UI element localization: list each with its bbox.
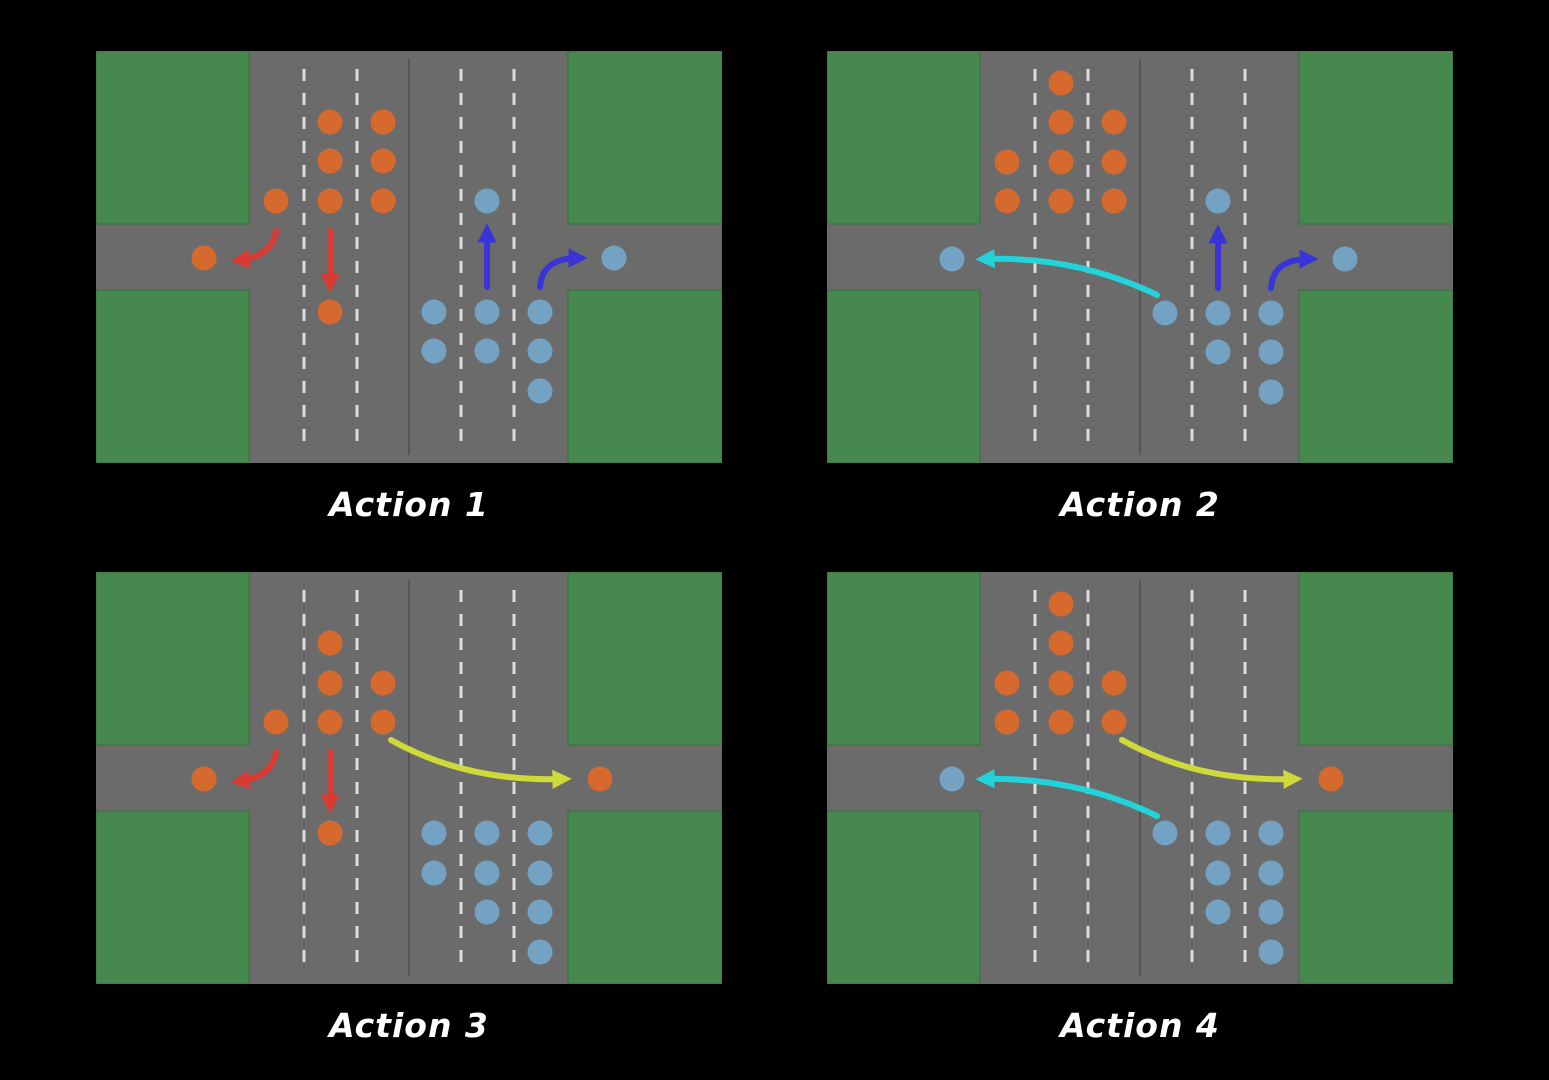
- orange-vehicle-queue: [191, 630, 613, 846]
- blue-vehicle-queue: [939, 188, 1358, 405]
- intersection-diagram: [96, 572, 722, 984]
- blue-left-turn-arrow: [975, 249, 1160, 298]
- orange-left-turn-arrow: [230, 749, 279, 790]
- orange-vehicle-queue: [994, 591, 1344, 792]
- intersection-panel-action-1: [96, 51, 722, 463]
- action-caption-4: Action 4: [1060, 1006, 1220, 1045]
- intersection-panel-action-2: [827, 51, 1453, 463]
- blue-right-turn-arrow: [537, 248, 588, 290]
- intersection-diagram: [827, 572, 1453, 984]
- blue-vehicle-queue: [939, 766, 1284, 965]
- blue-vehicle-queue: [421, 820, 553, 965]
- orange-vehicle-queue: [994, 70, 1127, 214]
- action-caption-3: Action 3: [329, 1006, 489, 1045]
- orange-left-turn-arrow: [230, 228, 279, 269]
- action-caption-2: Action 2: [1060, 485, 1220, 524]
- blue-left-turn-arrow: [975, 769, 1160, 819]
- action-caption-1: Action 1: [329, 485, 489, 524]
- blue-right-turn-arrow: [1268, 249, 1319, 291]
- intersection-panel-action-4: [827, 572, 1453, 984]
- blue-vehicle-queue: [421, 188, 627, 404]
- intersection-diagram: [827, 51, 1453, 463]
- orange-right-turn-arrow: [1119, 737, 1303, 789]
- orange-right-turn-arrow: [388, 737, 572, 789]
- intersection-panel-action-3: [96, 572, 722, 984]
- intersection-diagram: [96, 51, 722, 463]
- orange-vehicle-queue: [191, 109, 396, 325]
